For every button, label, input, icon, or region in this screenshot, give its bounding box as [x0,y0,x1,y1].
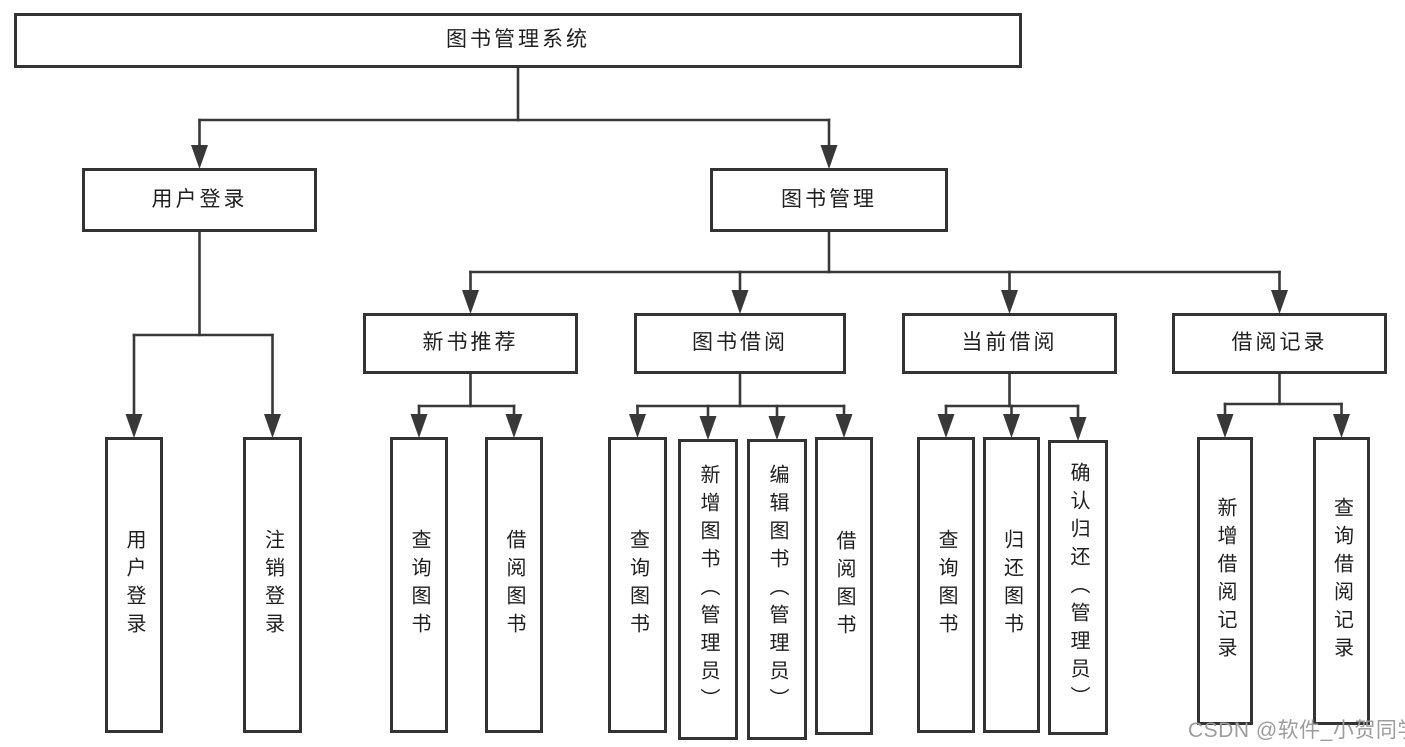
diagram-box-label: 新书推荐 [422,331,519,355]
diagram-box-label: 编辑图书（管理员） [766,463,788,716]
diagram-box-r2: 查询借阅记录 [1313,437,1370,725]
arrowhead-icon [699,416,717,440]
arrowhead-icon [629,414,646,438]
csdn-watermark: CSDN @软件_小贺同学 [1188,719,1405,742]
diagram-box-label: 图书管理 [781,187,877,211]
diagram-box-mgmt: 图书管理 [710,168,948,232]
diagram-box-n1: 查询图书 [390,437,448,733]
diagram-box-login: 用户登录 [82,168,317,232]
diagram-box-label: 注销登录 [261,529,284,641]
arrowhead-icon [191,145,208,169]
diagram-box-label: 借阅记录 [1231,331,1328,355]
diagram-box-r1: 新增借阅记录 [1197,437,1253,725]
diagram-box-c2: 归还图书 [983,437,1040,733]
diagram-box-current: 当前借阅 [902,313,1117,374]
arrowhead-icon [1001,290,1018,314]
diagram-box-label: 查询图书 [408,529,430,641]
diagram-box-label: 归还图书 [1000,529,1023,641]
diagram-box-label: 查询图书 [935,529,957,641]
arrowhead-icon [1271,290,1288,314]
diagram-box-c1: 查询图书 [917,437,975,733]
diagram-box-label: 当前借阅 [961,331,1058,355]
diagram-box-label: 确认归还（管理员） [1067,461,1089,714]
arrowhead-icon [820,145,838,169]
arrowhead-icon [264,414,281,438]
arrowhead-icon [1003,414,1020,438]
diagram-box-b1: 查询图书 [608,437,667,733]
arrowhead-icon [1216,414,1234,438]
diagram-box-records: 借阅记录 [1172,313,1387,374]
arrowhead-icon [505,414,523,438]
diagram-box-c3: 确认归还（管理员） [1048,440,1108,735]
arrowhead-icon [937,414,955,438]
diagram-box-b3: 编辑图书（管理员） [747,439,807,740]
diagram-box-borrow: 图书借阅 [634,313,846,374]
diagram-box-label: 图书借阅 [692,331,788,355]
diagram-box-label: 查询图书 [626,529,649,641]
diagram-box-label: 用户登录 [123,529,145,641]
diagram-box-label: 新增图书（管理员） [697,463,719,716]
diagram-box-b4: 借阅图书 [815,437,873,735]
diagram-box-label: 借阅图书 [503,529,525,641]
diagram-box-u1: 用户登录 [105,437,163,733]
arrowhead-icon [410,414,428,438]
diagram-box-label: 新增借阅记录 [1214,497,1236,665]
diagram-box-label: 用户登录 [151,187,248,211]
diagram-box-n2: 借阅图书 [485,437,543,733]
diagram-box-root: 图书管理系统 [14,13,1022,68]
diagram-box-newrec: 新书推荐 [363,313,578,374]
diagram-box-u2: 注销登录 [243,437,302,733]
arrowhead-icon [768,416,786,440]
diagram-box-label: 借阅图书 [833,530,855,642]
arrowhead-icon [731,290,749,314]
diagram-box-b2: 新增图书（管理员） [678,439,738,740]
arrowhead-icon [462,290,479,314]
arrowhead-icon [835,414,853,438]
arrowhead-icon [125,414,143,438]
diagram-box-label: 查询借阅记录 [1330,497,1353,665]
arrowhead-icon [1333,414,1350,438]
arrowhead-icon [1069,417,1087,441]
diagram-box-label: 图书管理系统 [446,28,590,52]
